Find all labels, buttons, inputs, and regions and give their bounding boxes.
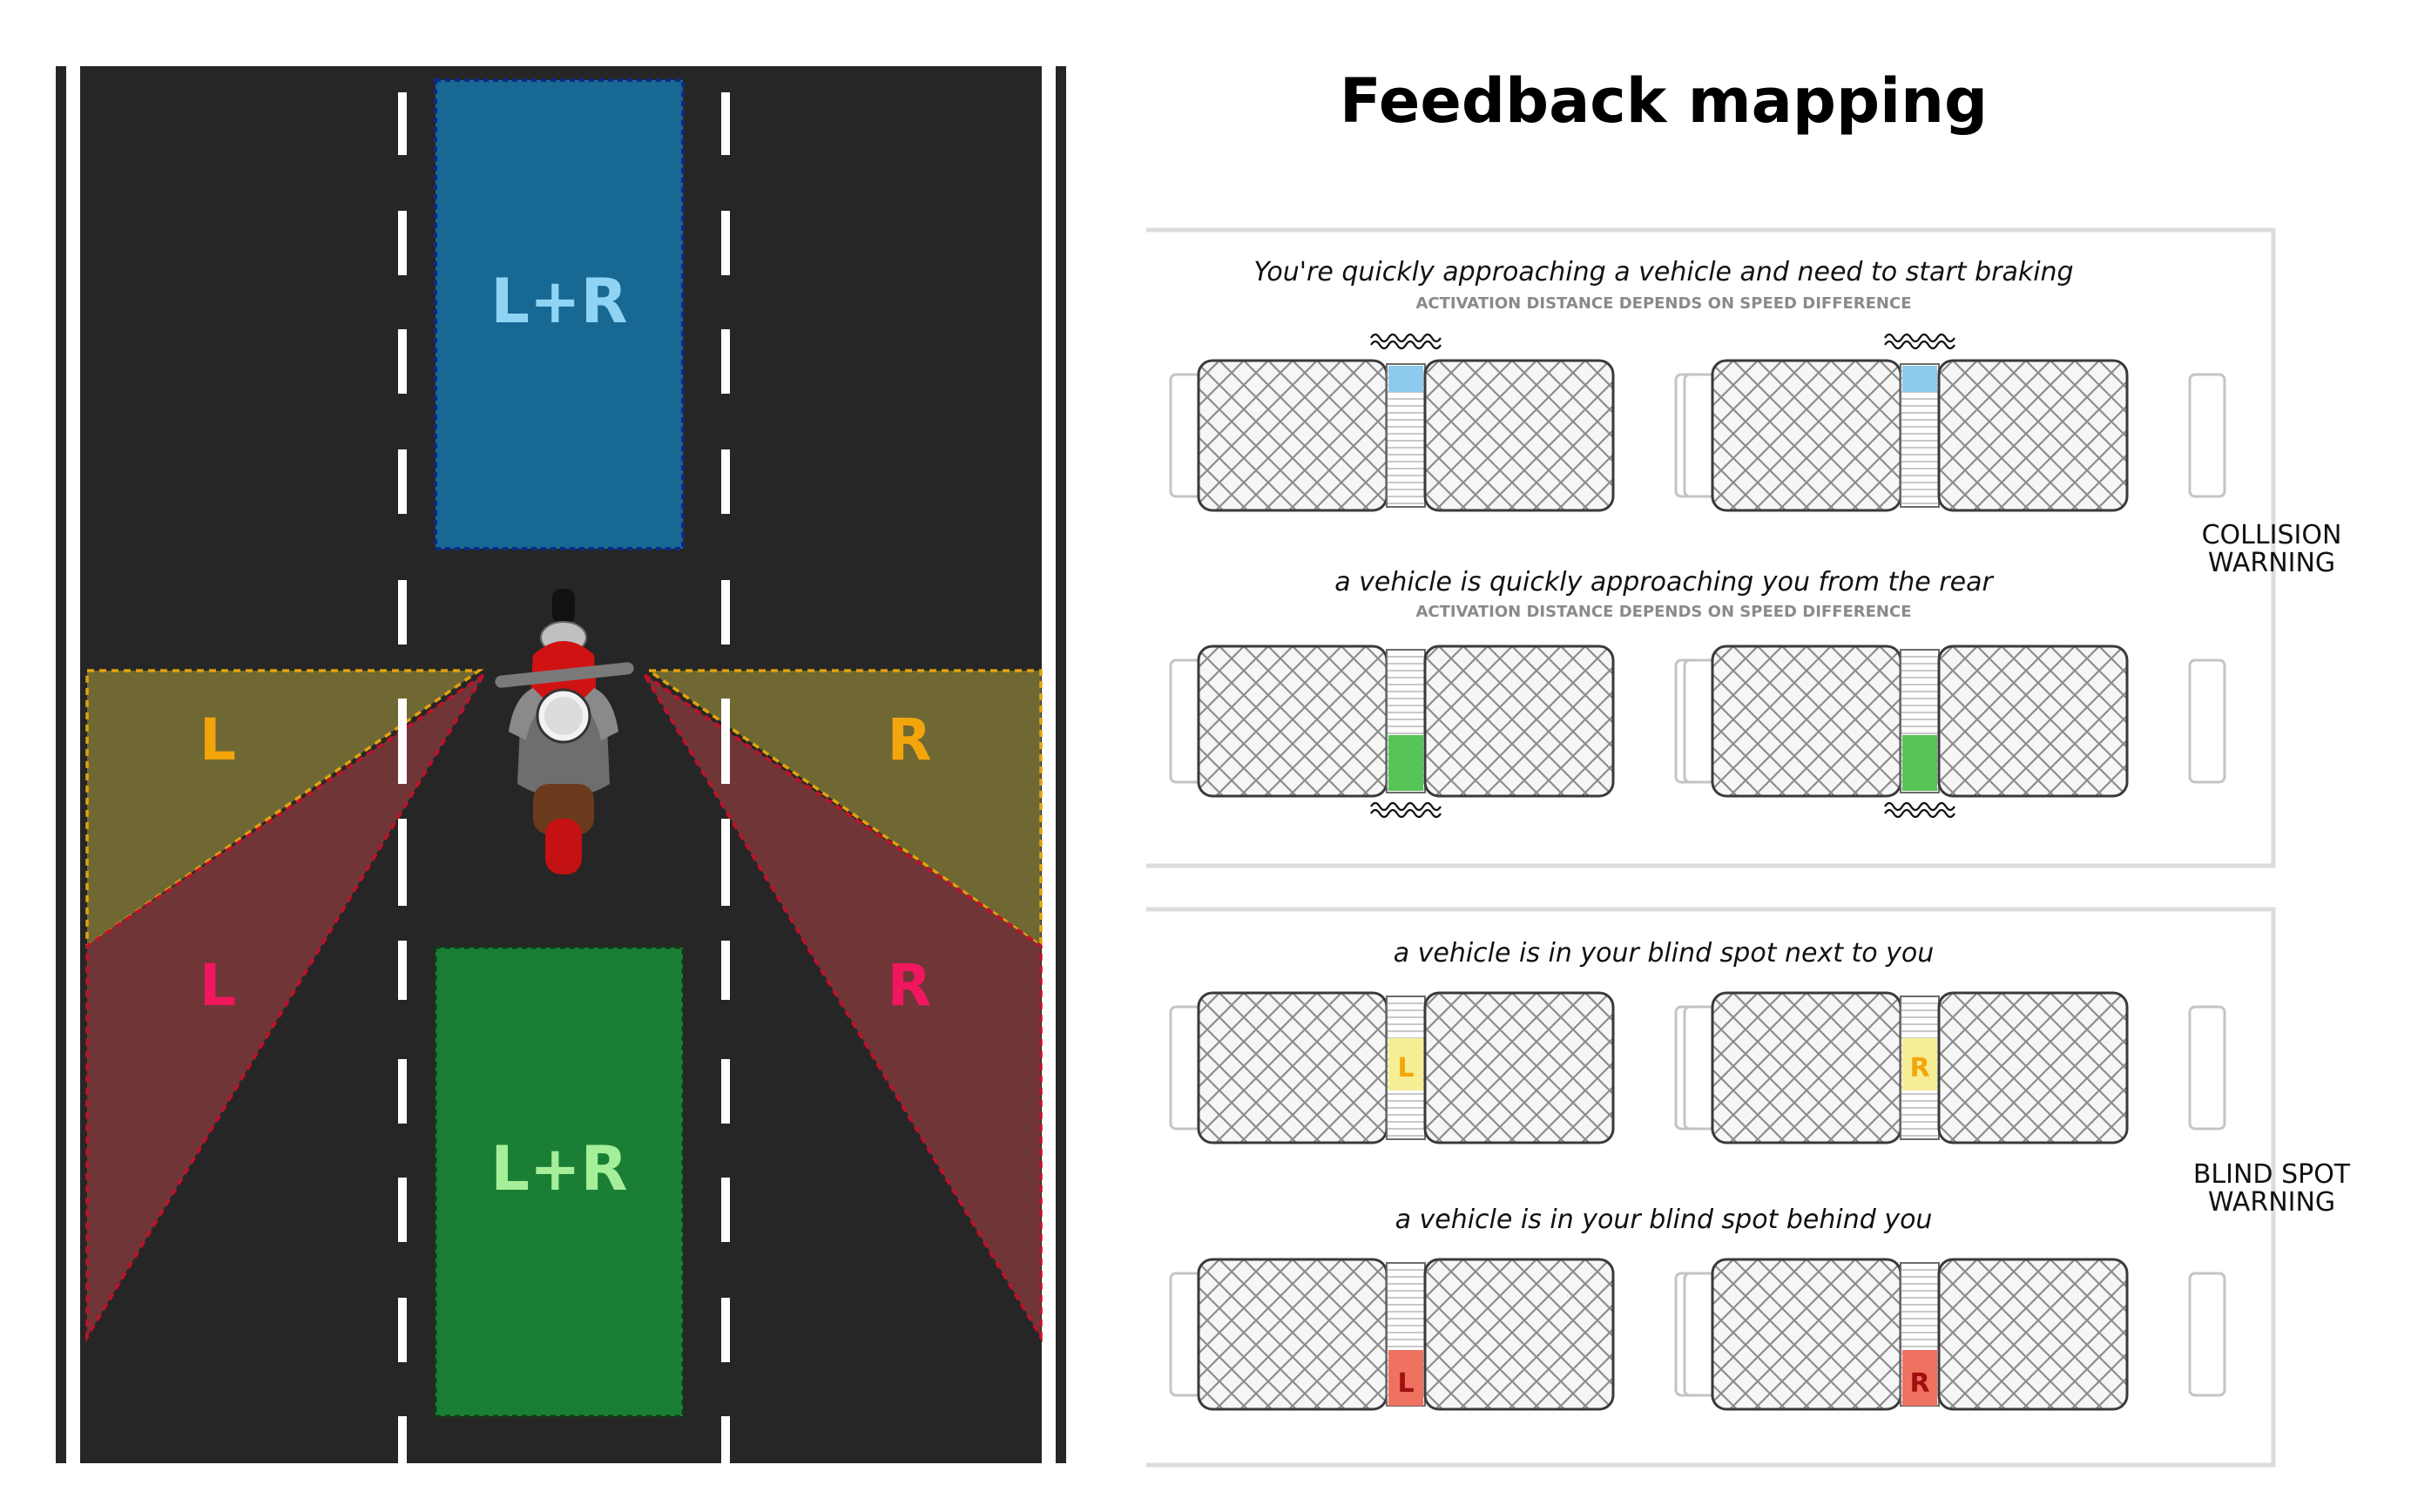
row-2-subcaption: ACTIVATION DISTANCE DEPENDS ON SPEED DIF… <box>1415 603 1911 621</box>
road-edge-line-right <box>1042 66 1056 1463</box>
rear-zone-label: L+R <box>490 1133 627 1205</box>
row-4-right-indicator <box>1902 1350 1937 1406</box>
rear-side-zone-right-label: R <box>888 952 932 1019</box>
road-edge-line-left <box>66 66 80 1463</box>
row-3-left-indicator <box>1388 1038 1423 1090</box>
rear-side-zone-right <box>643 673 1043 1343</box>
row-3-right-indicator <box>1902 1038 1937 1090</box>
row-3-right-grip: R <box>1683 991 2226 1144</box>
row-2-left-grip <box>1169 645 1712 819</box>
row-1-caption: You're quickly approaching a vehicle and… <box>1253 257 2073 287</box>
row-4-left-marker: L <box>1397 1368 1414 1399</box>
row-3-right-marker: R <box>1909 1053 1929 1083</box>
motorcycle-rider <box>495 589 634 874</box>
front-zone <box>434 78 685 550</box>
row-2-right-grip <box>1683 645 2226 819</box>
row-1-right-grip <box>1683 333 2226 512</box>
row-3-caption: a vehicle is in your blind spot next to … <box>1394 938 1935 969</box>
row-2-caption: a vehicle is quickly approaching you fro… <box>1334 567 1994 597</box>
row-1-subcaption: ACTIVATION DISTANCE DEPENDS ON SPEED DIF… <box>1415 294 1911 313</box>
front-zone-label: L+R <box>490 266 627 337</box>
row-3-left-grip: L <box>1169 991 1712 1144</box>
row-3-left-marker: L <box>1397 1053 1414 1083</box>
blindspot-group-frame <box>1146 907 2276 1468</box>
row-1-left-grip <box>1169 333 1712 512</box>
row-1-left-indicator <box>1388 366 1423 392</box>
row-2-right-indicator <box>1902 735 1937 791</box>
collision-group-frame <box>1146 227 2276 868</box>
row-4-left-grip: L <box>1169 1258 1712 1411</box>
collision-warning-label-line2: WARNING <box>2208 548 2335 578</box>
blind-spot-warning-label-line2: WARNING <box>2208 1187 2335 1218</box>
collision-warning-label-line1: COLLISION <box>2202 520 2342 550</box>
side-zone-right-label: R <box>888 706 932 773</box>
rear-side-zone-left <box>85 673 485 1343</box>
row-4-caption: a vehicle is in your blind spot behind y… <box>1395 1205 1933 1235</box>
row-1-right-indicator <box>1902 366 1937 392</box>
rear-zone <box>434 946 685 1418</box>
rear-side-zone-left-label: L <box>199 952 236 1019</box>
row-2-left-indicator <box>1388 735 1423 791</box>
row-4-left-indicator <box>1388 1350 1423 1406</box>
row-4-right-grip: R <box>1683 1258 2226 1411</box>
blind-spot-warning-label-line1: BLIND SPOT <box>2193 1159 2351 1190</box>
page-title: Feedback mapping <box>1340 65 1988 137</box>
side-zone-left-label: L <box>199 706 236 773</box>
row-4-right-marker: R <box>1909 1368 1929 1399</box>
road-diagram: L+R L+R L R L R <box>56 66 1066 1463</box>
